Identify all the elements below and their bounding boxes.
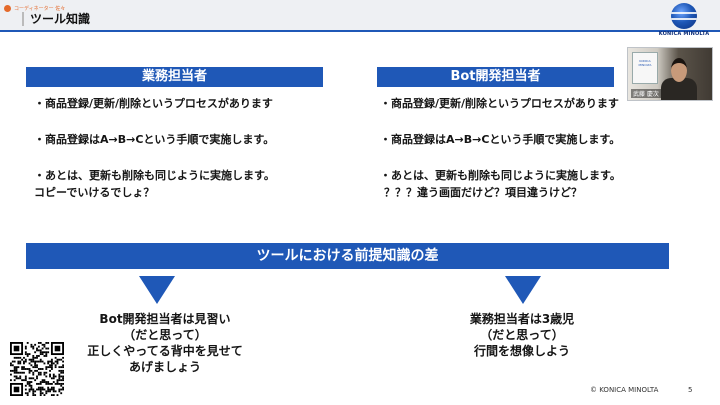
left-advice-line-3: 正しくやってる背中を見せて	[87, 344, 243, 358]
left-advice: Bot開発担当者は見習い （だと思って） 正しくやってる背中を見せて あげましょ…	[60, 311, 270, 375]
globe-icon	[671, 3, 697, 29]
right-advice-line-3: 行間を想像しよう	[473, 344, 570, 358]
slide-top-accent-line	[0, 30, 720, 32]
right-panel-header: Bot開発担当者	[377, 67, 614, 87]
recording-icon	[4, 4, 11, 12]
webcam-board: KONICA MINOLTA	[632, 52, 658, 84]
left-advice-line-4: あげましょう	[128, 360, 201, 374]
right-advice-line-2: （だと思って）	[480, 328, 564, 342]
page-number: 5	[688, 386, 693, 394]
konica-minolta-logo: KONICA MINOLTA	[654, 3, 714, 41]
presenter-body	[661, 78, 697, 100]
right-bullet-3: ・あとは、更新も削除も同じように実施します。	[380, 169, 621, 182]
qr-code-icon[interactable]	[10, 342, 64, 396]
presenter-webcam[interactable]: KONICA MINOLTA 武藤 慶次	[627, 47, 713, 101]
right-advice: 業務担当者は3歳児 （だと思って） 行間を想像しよう	[432, 311, 612, 359]
webcam-name-label: 武藤 慶次	[631, 89, 661, 98]
left-down-arrow-icon	[139, 276, 175, 304]
right-bullet-1: ・商品登録/更新/削除というプロセスがあります	[380, 97, 619, 110]
summary-banner: ツールにおける前提知識の差	[26, 243, 669, 269]
slide-top-band	[0, 0, 720, 30]
right-bullet-4: ？？？違う画面だけど？項目違うけど？	[384, 186, 582, 199]
presenter-head	[671, 58, 687, 82]
right-advice-line-1: 業務担当者は3歳児	[469, 312, 575, 326]
slide-title: ツール知識	[22, 12, 90, 26]
webcam-board-text: KONICA MINOLTA	[638, 59, 652, 67]
left-panel-header: 業務担当者	[26, 67, 323, 87]
right-down-arrow-icon	[505, 276, 541, 304]
logo-text: KONICA MINOLTA	[658, 31, 710, 37]
left-bullet-3: ・あとは、更新も削除も同じように実施します。	[34, 169, 275, 182]
left-advice-line-2: （だと思って）	[123, 328, 207, 342]
presenter-label: コーディネーター 佐々	[14, 5, 66, 12]
left-bullet-2: ・商品登録はA→B→Cという手順で実施します。	[34, 133, 275, 146]
footer-copyright: © KONICA MINOLTA	[590, 386, 659, 394]
left-bullet-1: ・商品登録/更新/削除というプロセスがあります	[34, 97, 273, 110]
left-advice-line-1: Bot開発担当者は見習い	[99, 312, 231, 326]
left-bullet-4: コピーでいけるでしょ？	[34, 186, 155, 199]
presenter-badge: コーディネーター 佐々	[4, 3, 65, 13]
right-bullet-2: ・商品登録はA→B→Cという手順で実施します。	[380, 133, 621, 146]
